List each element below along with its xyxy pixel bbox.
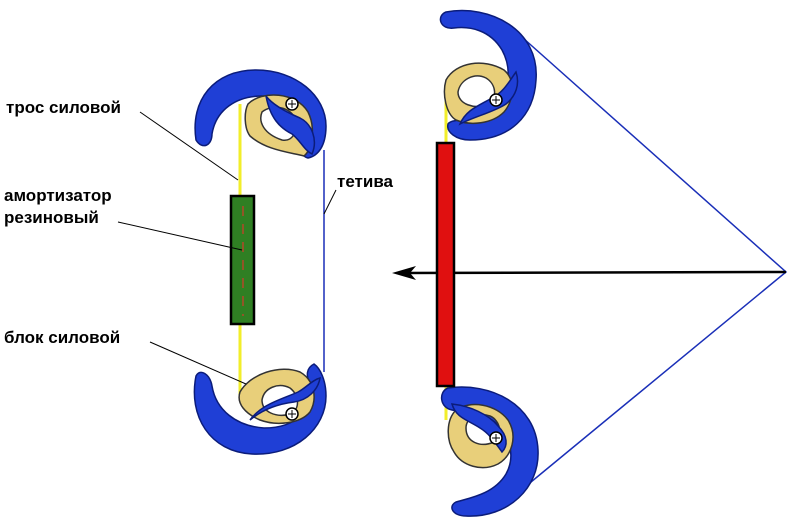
limb-top-left-tip — [265, 95, 316, 156]
bowstring-drawn — [513, 29, 788, 497]
limb-bottom-left — [193, 363, 327, 455]
arrow-shaft — [397, 270, 787, 275]
leader-bowstring — [323, 189, 337, 215]
power-block-top-drawn — [439, 9, 537, 141]
arrow-head — [392, 266, 416, 280]
bow-drawn — [392, 9, 788, 517]
label-power-cable: трос силовой — [6, 98, 121, 117]
label-bowstring: тетива — [337, 172, 394, 191]
shock-absorber-drawn — [435, 141, 456, 388]
label-shock-absorber-line2: резиновый — [4, 208, 99, 227]
label-power-block: блок силовой — [4, 328, 121, 347]
leader-power-block — [149, 341, 247, 385]
power-block-top — [194, 69, 327, 159]
leader-power-cable — [139, 111, 239, 181]
label-shock-absorber-line1: амортизатор — [4, 186, 112, 205]
cam-bottom-left — [238, 368, 315, 425]
leader-absorber — [117, 221, 243, 251]
power-block-bottom-drawn — [440, 386, 539, 517]
limb-bottom-left-tip — [249, 376, 321, 421]
power-block-bottom — [193, 363, 327, 455]
bow-at-rest — [117, 69, 337, 455]
